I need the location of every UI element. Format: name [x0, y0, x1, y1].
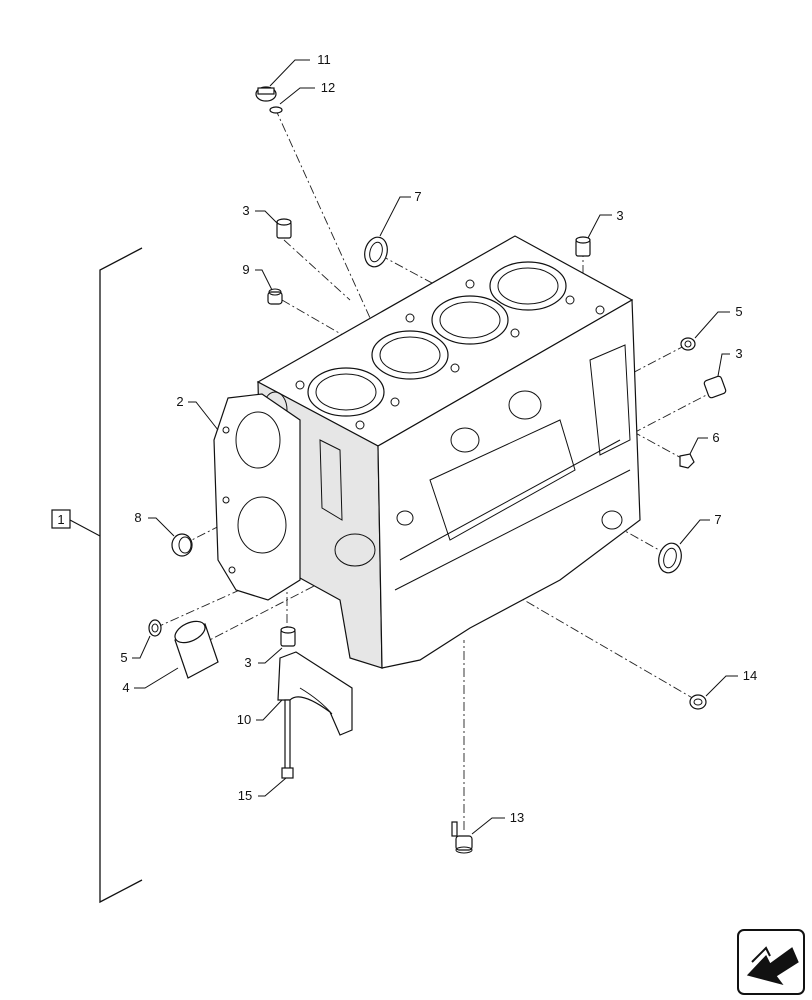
part-2-rear-plate[interactable]: [213, 393, 301, 601]
callout-5-left: 5: [120, 650, 127, 665]
callout-12: 12: [321, 80, 335, 95]
callout-7-right: 7: [714, 512, 721, 527]
assembly-bracket: [51, 247, 143, 904]
callout-10: 10: [237, 712, 251, 727]
callout-labels: 1 2 3 3 3 3 4 5 5 6 7 7 8 9 10 11 12 13 …: [57, 52, 757, 825]
leader-lines: [132, 59, 738, 835]
part-3-dowel-right[interactable]: [703, 375, 727, 399]
callout-2: 2: [176, 394, 183, 409]
part-6-nut[interactable]: [679, 453, 695, 469]
callout-13: 13: [510, 810, 524, 825]
part-15-bolt[interactable]: [281, 699, 294, 779]
part-3-dowel-bottom[interactable]: [280, 626, 296, 647]
callout-11: 11: [317, 52, 331, 67]
part-8-ring[interactable]: [171, 533, 193, 557]
callout-3-top-left: 3: [242, 203, 249, 218]
callout-1: 1: [57, 512, 64, 527]
part-7-ring-right[interactable]: [655, 541, 684, 576]
callout-3-bottom: 3: [244, 655, 251, 670]
next-page-arrow-icon[interactable]: [737, 929, 805, 995]
part-13-sensor-fitting[interactable]: [451, 821, 473, 854]
part-3-dowel-top-left[interactable]: [276, 218, 292, 239]
callout-4: 4: [122, 680, 129, 695]
cylinder-block[interactable]: [256, 235, 641, 669]
part-14-plug[interactable]: [689, 694, 707, 710]
part-11-cap-plug[interactable]: [255, 86, 277, 102]
callout-3-right: 3: [735, 346, 742, 361]
callout-3-top-right: 3: [616, 208, 623, 223]
part-3-dowel-top-right[interactable]: [575, 236, 591, 257]
part-9-plug[interactable]: [267, 288, 283, 305]
part-5-plug-left[interactable]: [148, 619, 162, 637]
callout-6: 6: [712, 430, 719, 445]
part-5-plug-right[interactable]: [680, 337, 696, 351]
part-12-o-ring[interactable]: [269, 106, 283, 114]
callout-9: 9: [242, 262, 249, 277]
callout-7-top: 7: [414, 189, 421, 204]
part-7-ring-top[interactable]: [361, 235, 390, 270]
callout-15: 15: [238, 788, 252, 803]
part-4-sleeve-bearing[interactable]: [172, 617, 219, 679]
callout-5-right: 5: [735, 304, 742, 319]
callout-8: 8: [134, 510, 141, 525]
callout-14: 14: [743, 668, 757, 683]
